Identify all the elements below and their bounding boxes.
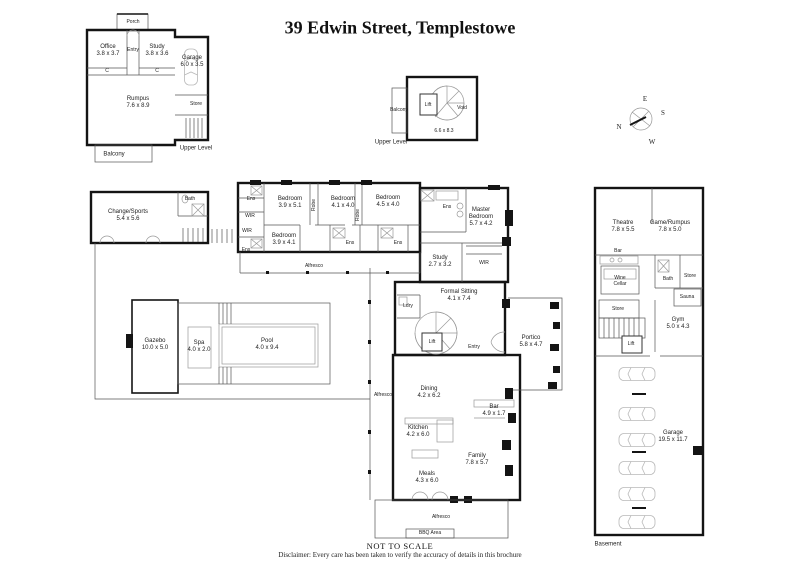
room-label-lift-um: Lift [424, 102, 432, 108]
room-label-bar-basement: Bar [614, 248, 622, 254]
room-label-closet1: C [105, 68, 109, 74]
room-label-bedroom1: Bedroom 3.9 x 5.1 [277, 195, 303, 209]
car-icon [618, 407, 656, 421]
car-icon [618, 461, 656, 475]
room-label-lift-basement: Lift [627, 341, 635, 347]
sports-wing [89, 190, 233, 245]
room-label-games: Game/Rumpus 7.8 x 5.0 [649, 219, 691, 233]
room-label-dining: Dining 4.2 x 6.2 [417, 385, 441, 399]
room-label-spa: Spa 4.0 x 2.0 [187, 339, 211, 353]
compass-icon [629, 107, 653, 131]
room-label-study-ul: Study 3.8 x 3.6 [145, 43, 169, 57]
room-label-balcony-ul: Balcony [103, 151, 125, 158]
room-label-ldry: Ldry [403, 303, 413, 309]
room-label-um-dims: 6.6 x 8.3 [434, 128, 454, 134]
level-label-upper-2: Upper Level [374, 139, 408, 146]
room-label-void: Void [457, 105, 467, 111]
level-label-basement: Basement [594, 541, 622, 548]
room-label-balcony-um: Balcony [390, 107, 408, 113]
room-label-rumpus: Rumpus 7.6 x 8.9 [126, 95, 150, 109]
room-label-master-wir: WIR [479, 260, 489, 266]
room-label-ens2: Ens [241, 247, 251, 253]
room-label-portico: Portico 5.8 x 4.7 [519, 334, 543, 348]
room-label-pool: Pool 4.0 x 9.4 [255, 337, 279, 351]
upper-left-building [85, 13, 210, 163]
car-icon [618, 487, 656, 501]
compass-east: E [642, 95, 648, 103]
compass-north: N [616, 123, 622, 131]
level-label-upper-1: Upper Level [179, 145, 213, 152]
room-label-ens3: Ens [345, 240, 355, 246]
room-label-bedroom3: Bedroom 4.5 x 4.0 [375, 194, 401, 208]
room-label-bedroom4: Bedroom 3.9 x 4.1 [271, 232, 297, 246]
page-title: 39 Edwin Street, Templestowe [284, 17, 516, 38]
compass-south: S [661, 109, 665, 117]
pool-outline [218, 323, 319, 368]
room-label-ens4: Ens [393, 240, 403, 246]
room-label-porch: Porch [126, 19, 140, 25]
room-label-wir2: WIR [242, 228, 252, 234]
room-label-store-ul: Store [190, 101, 202, 107]
car-icon [618, 433, 656, 447]
room-label-alfresco-top: Alfresco [304, 263, 324, 269]
room-label-wine-cellar: Wine Cellar [613, 275, 627, 287]
room-label-bar-main: Bar 4.9 x 1.7 [482, 403, 506, 417]
room-label-closet2: C [155, 68, 159, 74]
room-label-store1: Store [684, 273, 696, 279]
room-label-wir1: WIR [245, 213, 255, 219]
scale-note: NOT TO SCALE [366, 541, 434, 551]
room-label-bath-sw: Bath [184, 196, 196, 202]
room-label-garage-ul: Garage 6.0 x 3.5 [180, 54, 204, 68]
room-label-ens1: Ens [246, 196, 256, 202]
room-label-garage-basement: Garage 19.5 x 11.7 [658, 429, 688, 443]
room-label-master: Master Bedroom 5.7 x 4.2 [468, 207, 494, 228]
room-label-master-ens: Ens [442, 204, 452, 210]
room-label-family: Family 7.8 x 5.7 [465, 452, 489, 466]
room-label-bedroom2: Bedroom 4.1 x 4.0 [330, 195, 356, 209]
compass-west: W [648, 138, 656, 146]
room-label-kitchen: Kitchen 4.2 x 6.0 [406, 424, 430, 438]
room-label-gazebo: Gazebo 10.0 x 5.0 [141, 337, 169, 351]
spa-outline [187, 326, 212, 369]
room-label-office: Office 3.8 x 3.7 [96, 43, 120, 57]
room-label-change-sports: Change/Sports 5.4 x 5.6 [107, 208, 149, 222]
room-label-entry-main: Entry [468, 344, 480, 350]
room-label-sauna: Sauna [679, 294, 695, 300]
room-label-meals: Meals 4.3 x 6.0 [415, 470, 439, 484]
room-label-entry-ul: Entry [127, 47, 139, 53]
room-label-bbq: BBQ Area [418, 530, 442, 536]
basement-building [593, 186, 705, 537]
room-label-alfresco-bottom: Alfresco [431, 514, 451, 520]
room-label-robe2: Robe [355, 209, 361, 221]
room-label-formal-sitting: Formal Sitting 4.1 x 7.4 [440, 288, 478, 302]
room-label-bath-basement: Bath [662, 276, 674, 282]
room-label-lift-main: Lift [428, 339, 436, 345]
car-icon [618, 515, 656, 529]
room-label-alfresco-left: Alfresco [373, 392, 393, 398]
disclaimer: Disclaimer: Every care has been taken to… [278, 551, 522, 559]
main-house [236, 180, 563, 539]
room-label-gym: Gym 5.0 x 4.3 [666, 316, 690, 330]
room-label-robe1: Robe [311, 199, 317, 211]
room-label-study-main: Study 2.7 x 3.2 [428, 254, 452, 268]
pool-area [94, 243, 370, 400]
room-label-store2: Store [612, 306, 624, 312]
car-icon [618, 367, 656, 381]
room-label-theatre: Theatre 7.8 x 5.5 [611, 219, 635, 233]
upper-mid-building [391, 75, 479, 142]
